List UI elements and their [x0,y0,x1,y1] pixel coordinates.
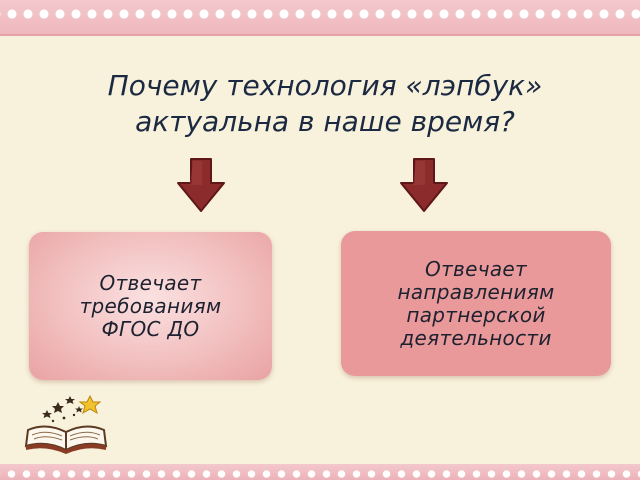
open-book-with-stars-icon [24,394,108,454]
top-border-dots [0,4,640,24]
partnership-directions-card: Отвечает направлениям партнерской деятел… [341,231,611,376]
bottom-dotted-border [0,464,640,480]
partnership-directions-text: Отвечает направлениям партнерской деятел… [397,256,555,350]
slide-title-text: Почему технология «лэпбук» актуальна в н… [107,69,543,138]
top-border-line [0,34,640,36]
fgos-requirements-text: Отвечает требованиям ФГОС ДО [79,270,222,341]
bottom-border-dots [0,468,640,480]
top-dotted-border [0,0,640,34]
fgos-requirements-card: Отвечает требованиям ФГОС ДО [29,232,272,380]
arrow-down-icon [177,158,225,212]
arrow-down-icon [400,158,448,212]
slide-title: Почему технология «лэпбук» актуальна в н… [60,68,590,140]
